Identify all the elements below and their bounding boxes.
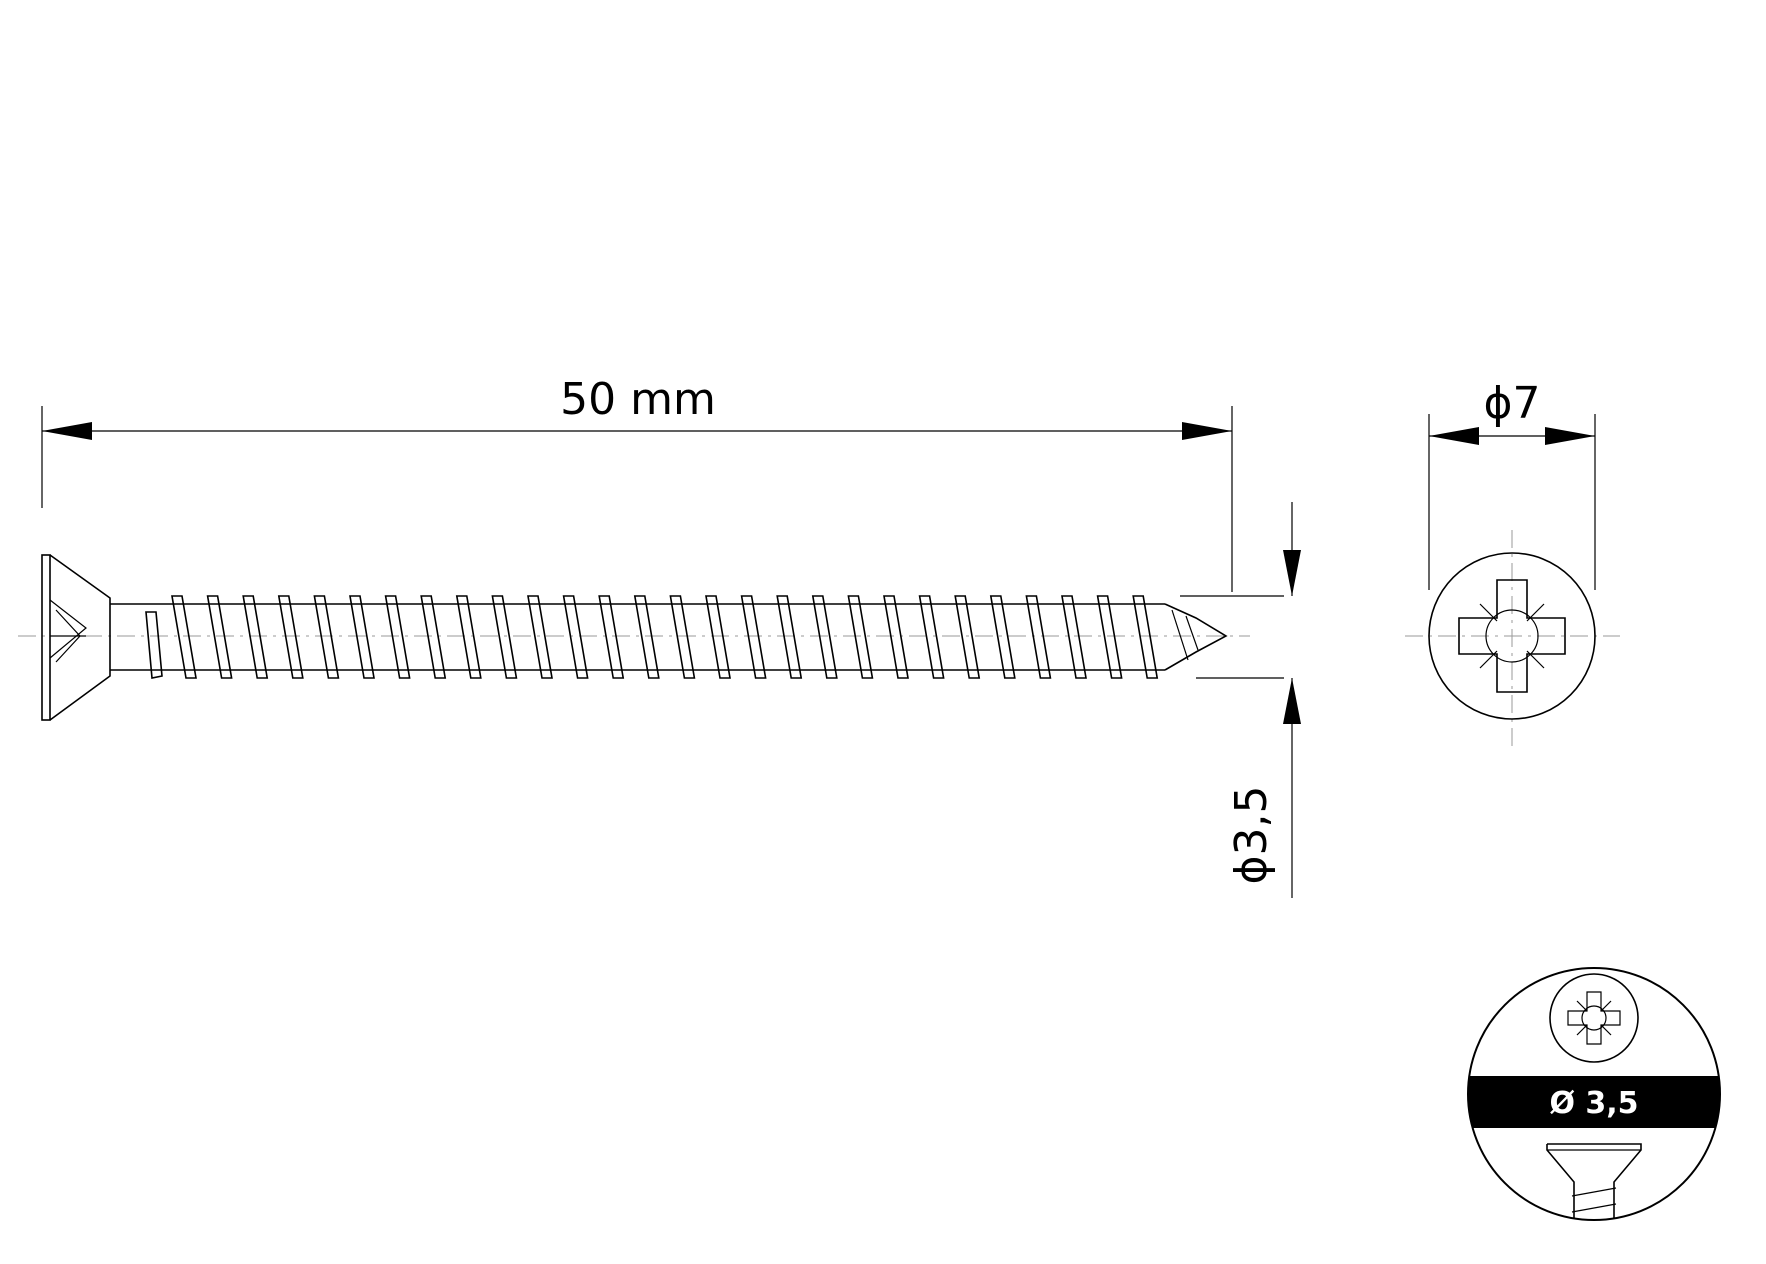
thread-crest: [776, 595, 803, 679]
length-dimension: 50 mm: [41, 374, 1233, 592]
shank-diameter-dimension: ϕ3,5: [1180, 502, 1301, 898]
head-diameter-dimension: ϕ7: [1428, 378, 1596, 590]
thread-crest: [313, 595, 340, 679]
screw-side-view: [18, 554, 1250, 721]
pozidriv-cross-icon: [1458, 579, 1566, 693]
thread-crest: [349, 595, 375, 679]
thread-crest: [242, 595, 269, 679]
thread-crest: [1132, 595, 1159, 679]
screw-shank: [110, 603, 1165, 671]
head-diameter-label: ϕ7: [1483, 378, 1540, 429]
thread-crest: [633, 595, 660, 679]
thread-crest: [989, 595, 1016, 679]
thread-crest: [1096, 595, 1123, 679]
thread-crest: [598, 595, 625, 679]
screw-head-top-view: [1405, 530, 1620, 746]
badge-label: Ø 3,5: [1549, 1086, 1638, 1121]
thread-crest: [384, 595, 411, 679]
thread-crest: [669, 595, 696, 679]
thread-crest: [420, 595, 447, 679]
screw-tip: [1164, 603, 1228, 671]
thread-crest: [527, 595, 553, 679]
length-label: 50 mm: [560, 374, 716, 425]
thread-crest: [145, 611, 163, 679]
badge-head-icon: [1546, 1143, 1642, 1220]
badge-band: [1468, 1076, 1720, 1128]
shank-diameter-label: ϕ3,5: [1226, 786, 1277, 885]
diameter-badge: Ø 3,5: [1467, 967, 1721, 1221]
screw-head-side: [41, 554, 111, 721]
thread-crest: [883, 595, 909, 679]
thread-crest: [954, 595, 981, 679]
thread-crest: [1025, 595, 1052, 679]
thread-crest: [455, 595, 482, 679]
thread-crest: [847, 595, 874, 679]
thread-crest: [1061, 595, 1087, 679]
thread-crest: [811, 595, 838, 679]
thread-crest: [562, 595, 589, 679]
thread-crest: [171, 595, 197, 679]
thread-crest: [277, 595, 304, 679]
screw-threads: [145, 595, 1159, 679]
thread-crest: [705, 595, 731, 679]
badge-pozidriv-icon: [1549, 973, 1639, 1063]
thread-crest: [491, 595, 518, 679]
thread-crest: [740, 595, 767, 679]
thread-crest: [206, 595, 233, 679]
thread-crest: [918, 595, 945, 679]
